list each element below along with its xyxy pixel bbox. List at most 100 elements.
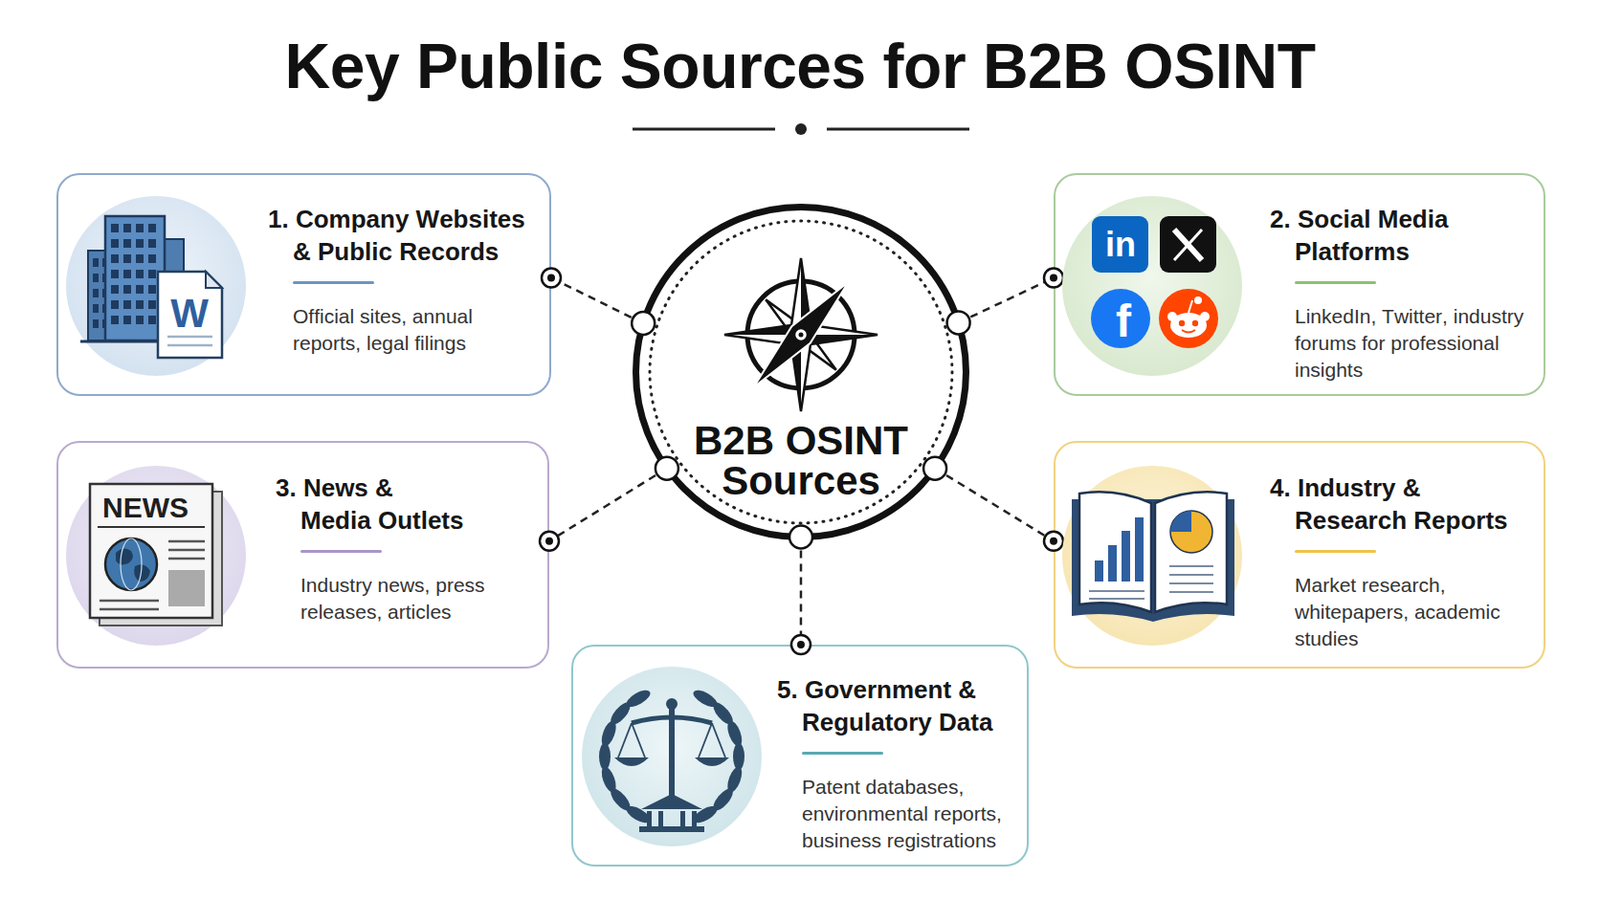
laurel-leaf bbox=[690, 802, 720, 826]
globe-meridian bbox=[120, 538, 142, 591]
document-fold bbox=[205, 271, 223, 289]
bar bbox=[1108, 545, 1117, 582]
accent-rule bbox=[292, 281, 375, 285]
diagram-title: Key Public Sources for B2B OSINT bbox=[0, 28, 1600, 104]
temple-column bbox=[646, 811, 652, 827]
building-icon bbox=[105, 216, 165, 341]
divider-line bbox=[826, 128, 970, 132]
dashed-connector bbox=[947, 268, 1064, 335]
connector-line bbox=[549, 468, 667, 542]
divider-dot bbox=[795, 123, 807, 135]
laurel-leaf bbox=[599, 743, 611, 771]
card-body: Official sites, annual reports, legal fi… bbox=[292, 303, 504, 357]
hub-anchor bbox=[947, 311, 971, 334]
text-stack: 2. Social Media PlatformsLinkedIn, Twitt… bbox=[1269, 202, 1544, 384]
page-line bbox=[1169, 591, 1214, 594]
text-stack: 5. Government & Regulatory DataPatent da… bbox=[777, 673, 1042, 855]
bar bbox=[1134, 517, 1144, 582]
temple-column bbox=[691, 811, 697, 827]
card-heading: 1. Company Websites & Public Records bbox=[292, 202, 533, 268]
laurel-leaf bbox=[599, 719, 620, 749]
scales-knob bbox=[666, 698, 678, 711]
book-cover bbox=[1071, 499, 1235, 623]
text-stack: 1. Company Websites & Public RecordsOffi… bbox=[267, 202, 533, 357]
building-icon bbox=[162, 239, 184, 341]
globe-land bbox=[133, 564, 151, 582]
scales-string bbox=[698, 723, 712, 758]
ground-line bbox=[80, 340, 192, 344]
temple-pediment bbox=[641, 794, 703, 810]
compass-ring bbox=[747, 281, 855, 389]
newspaper-rule bbox=[97, 526, 205, 529]
card-heading: 4. Industry & Research Reports bbox=[1294, 471, 1513, 537]
dashed-connector bbox=[541, 268, 655, 335]
scales-string bbox=[711, 723, 726, 758]
source-card: 2. Social Media PlatformsLinkedIn, Twitt… bbox=[1053, 173, 1546, 397]
newspaper-line bbox=[99, 600, 159, 603]
book-page bbox=[1079, 491, 1152, 613]
laurel-leaf bbox=[623, 687, 653, 711]
newspaper-line bbox=[168, 540, 205, 544]
source-card: 1. Company Websites & Public RecordsOffi… bbox=[56, 173, 552, 397]
reddit-antenna bbox=[1188, 300, 1193, 313]
card-anchor bbox=[1044, 268, 1064, 289]
icon-backdrop bbox=[1062, 466, 1243, 646]
compass-star-major bbox=[724, 258, 878, 412]
icon-backdrop bbox=[66, 196, 246, 377]
card-heading: 3. News & Media Outlets bbox=[300, 471, 466, 537]
reddit-ear bbox=[1200, 311, 1210, 322]
globe-icon bbox=[105, 538, 157, 591]
laurel-leaf bbox=[710, 785, 736, 814]
dashed-connector bbox=[923, 457, 1064, 552]
facebook-logo bbox=[1090, 288, 1151, 349]
scales-pan bbox=[614, 757, 649, 767]
source-card: 3. News & Media OutletsIndustry news, pr… bbox=[56, 441, 550, 669]
connector-line bbox=[958, 278, 1054, 324]
laurel-leaf bbox=[607, 785, 634, 814]
reddit-face bbox=[1170, 312, 1207, 338]
laurel-leaf bbox=[690, 687, 720, 711]
laurel-wreath bbox=[599, 687, 745, 827]
hub-anchor bbox=[655, 457, 679, 481]
icon-backdrop bbox=[1062, 196, 1243, 377]
source-card: 4. Industry & Research ReportsMarket res… bbox=[1053, 441, 1546, 669]
laurel-leaf bbox=[724, 719, 745, 749]
card-anchor bbox=[539, 532, 559, 552]
hub-anchor bbox=[923, 457, 947, 481]
x-logo bbox=[1159, 216, 1217, 273]
building-icon bbox=[88, 250, 112, 341]
newspaper-line bbox=[168, 549, 205, 553]
reddit-ear bbox=[1167, 311, 1178, 322]
laurel-leaf bbox=[710, 699, 736, 728]
accent-rule bbox=[1294, 550, 1377, 554]
newspaper-photo bbox=[168, 570, 205, 607]
x-logo-stroke bbox=[1174, 229, 1202, 261]
page-line bbox=[1169, 574, 1214, 577]
hub-circle: B2B OSINT Sources bbox=[632, 203, 970, 541]
card-anchor-dot bbox=[545, 537, 554, 546]
page-line bbox=[1088, 598, 1145, 600]
x-logo-stroke bbox=[1174, 229, 1202, 261]
card-anchor-dot bbox=[797, 641, 805, 649]
newspaper-back bbox=[99, 491, 223, 626]
card-body: LinkedIn, Twitter, industry forums for p… bbox=[1294, 303, 1544, 384]
newspaper-icon bbox=[89, 484, 213, 619]
hub-label: B2B OSINT Sources bbox=[676, 421, 926, 502]
source-card: 5. Government & Regulatory DataPatent da… bbox=[571, 644, 1029, 867]
card-anchor-dot bbox=[547, 274, 556, 283]
scales-pan bbox=[694, 757, 730, 767]
card-body: Patent databases, environmental reports,… bbox=[801, 774, 1032, 855]
reddit-smile bbox=[1181, 330, 1196, 334]
laurel-leaf bbox=[733, 743, 745, 771]
dotted-ring bbox=[649, 221, 953, 524]
laurel-leaf bbox=[724, 765, 745, 795]
bar bbox=[1094, 560, 1104, 582]
pie-chart bbox=[1170, 511, 1213, 554]
reddit-eye bbox=[1178, 320, 1185, 327]
card-anchor-dot bbox=[1049, 274, 1058, 283]
newspaper-line bbox=[168, 557, 205, 561]
newspaper-line bbox=[99, 608, 159, 612]
card-anchor-dot bbox=[1049, 537, 1058, 546]
hub-anchor bbox=[631, 311, 655, 335]
